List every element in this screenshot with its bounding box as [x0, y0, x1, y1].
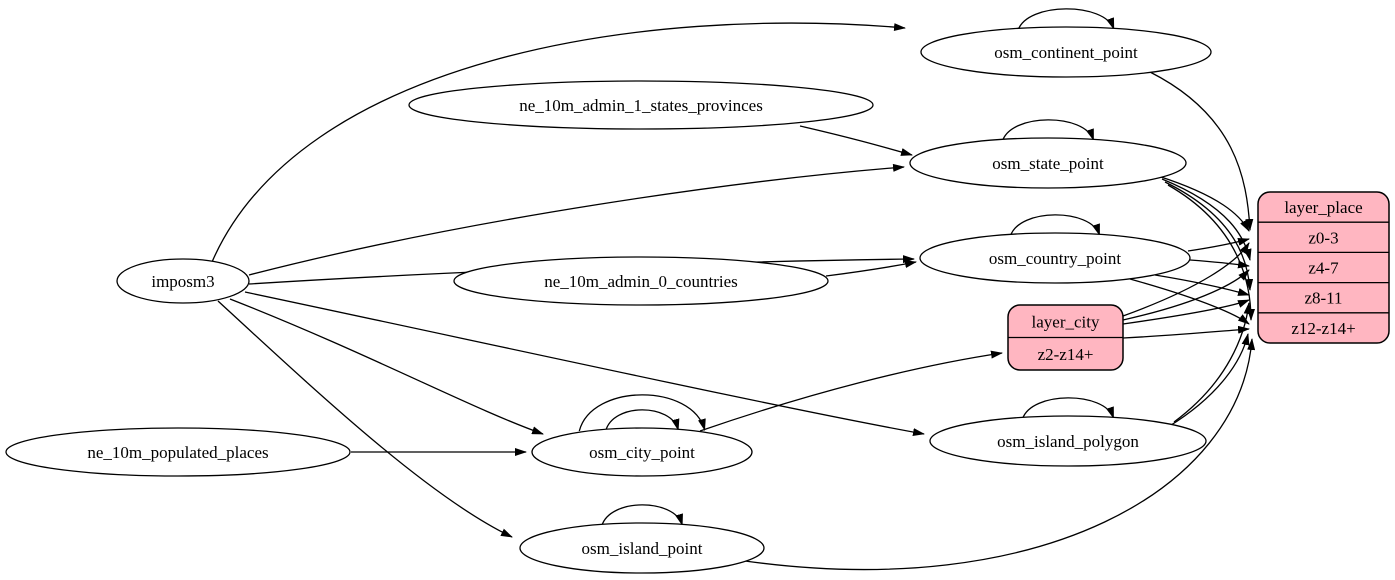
record-layer_place — [1257, 191, 1390, 344]
node-osm_island_polygon — [929, 415, 1207, 467]
node-osm_city_point — [531, 427, 753, 477]
node-ne_10m_populated_places — [5, 427, 351, 477]
record-row-layer_place-z8-11: z8-11 — [1304, 289, 1342, 308]
node-imposm3 — [116, 258, 250, 304]
node-label-ne_10m_populated_places: ne_10m_populated_places — [87, 443, 268, 462]
edge-imposm3-to-osm_island_polygon — [244, 291, 925, 436]
edge-layer_city-to-layer_place-z8-11 — [1122, 299, 1250, 325]
edge-layer_city-to-layer_place-z4-7 — [1122, 269, 1250, 321]
node-osm_country_point — [919, 232, 1191, 284]
record-header-layer_city: layer_city — [1032, 312, 1100, 331]
record-row-layer_place-z4-7: z4-7 — [1308, 259, 1339, 278]
edge-osm_city_point-to-layer_city-z2-z14+ — [699, 350, 1003, 432]
edge-imposm3-to-osm_island_point — [217, 300, 513, 538]
edge-imposm3-to-osm_state_point — [248, 163, 905, 276]
edge-ne_10m_admin_1_states_provinces-to-osm_state_point — [799, 125, 913, 156]
edge-osm_continent_point-to-layer_place-z0-3 — [1149, 71, 1254, 231]
node-ne_10m_admin_0_countries — [453, 256, 829, 306]
edge-layer_city-to-layer_place-z0-3 — [1122, 242, 1250, 317]
self-loop-osm_city_point-2 — [578, 394, 706, 432]
node-osm_continent_point — [920, 26, 1212, 78]
edge-layer_city-to-layer_place-z12-z14+ — [1122, 325, 1250, 339]
edge-osm_island_point-to-layer_place-z12-z14+ — [744, 338, 1256, 571]
edge-osm_state_point-to-layer_place-z0-3 — [1157, 175, 1250, 232]
self-loop-osm_island_point — [601, 504, 683, 527]
edge-osm_state_point-to-layer_place-z8-11 — [1164, 181, 1254, 291]
edge-osm_country_point-to-layer_place-z8-11 — [1154, 274, 1250, 296]
node-label-osm_island_polygon: osm_island_polygon — [997, 432, 1139, 451]
edge-imposm3-to-osm_continent_point — [211, 22, 906, 263]
node-label-osm_city_point: osm_city_point — [589, 443, 695, 462]
edge-imposm3-to-osm_city_point — [229, 298, 544, 435]
edge-osm_country_point-to-layer_place-z0-3 — [1187, 237, 1250, 252]
record-row-layer_place-z12-z14+: z12-z14+ — [1291, 319, 1355, 338]
record-header-layer_place: layer_place — [1284, 198, 1362, 217]
self-loop-osm_continent_point — [1017, 8, 1115, 31]
node-label-osm_island_point: osm_island_point — [582, 539, 703, 558]
self-loop-osm_city_point — [605, 409, 680, 432]
node-ne_10m_admin_1_states_provinces — [408, 80, 874, 130]
node-label-ne_10m_admin_0_countries: ne_10m_admin_0_countries — [544, 272, 738, 291]
node-label-imposm3: imposm3 — [151, 272, 214, 291]
node-label-osm_country_point: osm_country_point — [989, 249, 1121, 268]
node-label-osm_continent_point: osm_continent_point — [994, 43, 1138, 62]
node-osm_state_point — [909, 137, 1187, 189]
self-loop-osm_state_point — [1001, 119, 1095, 142]
edge-osm_island_polygon-to-layer_place-z8-11 — [1173, 302, 1252, 423]
edge-osm_island_polygon-to-layer_place-z12-z14+ — [1167, 333, 1250, 428]
node-label-ne_10m_admin_1_states_provinces: ne_10m_admin_1_states_provinces — [519, 96, 763, 115]
node-osm_island_point — [519, 522, 765, 574]
record-row-layer_place-z0-3: z0-3 — [1308, 228, 1338, 247]
self-loop-osm_island_polygon — [1021, 397, 1115, 420]
node-label-osm_state_point: osm_state_point — [992, 154, 1104, 173]
edge-osm_country_point-to-layer_place-z12-z14+ — [1129, 278, 1250, 325]
edge-ne_10m_admin_0_countries-to-osm_country_point — [825, 260, 917, 277]
edge-osm_country_point-to-layer_place-z4-7 — [1189, 259, 1250, 269]
self-loop-osm_country_point — [1009, 214, 1101, 237]
record-row-layer_city-z2-z14+: z2-z14+ — [1038, 345, 1094, 364]
